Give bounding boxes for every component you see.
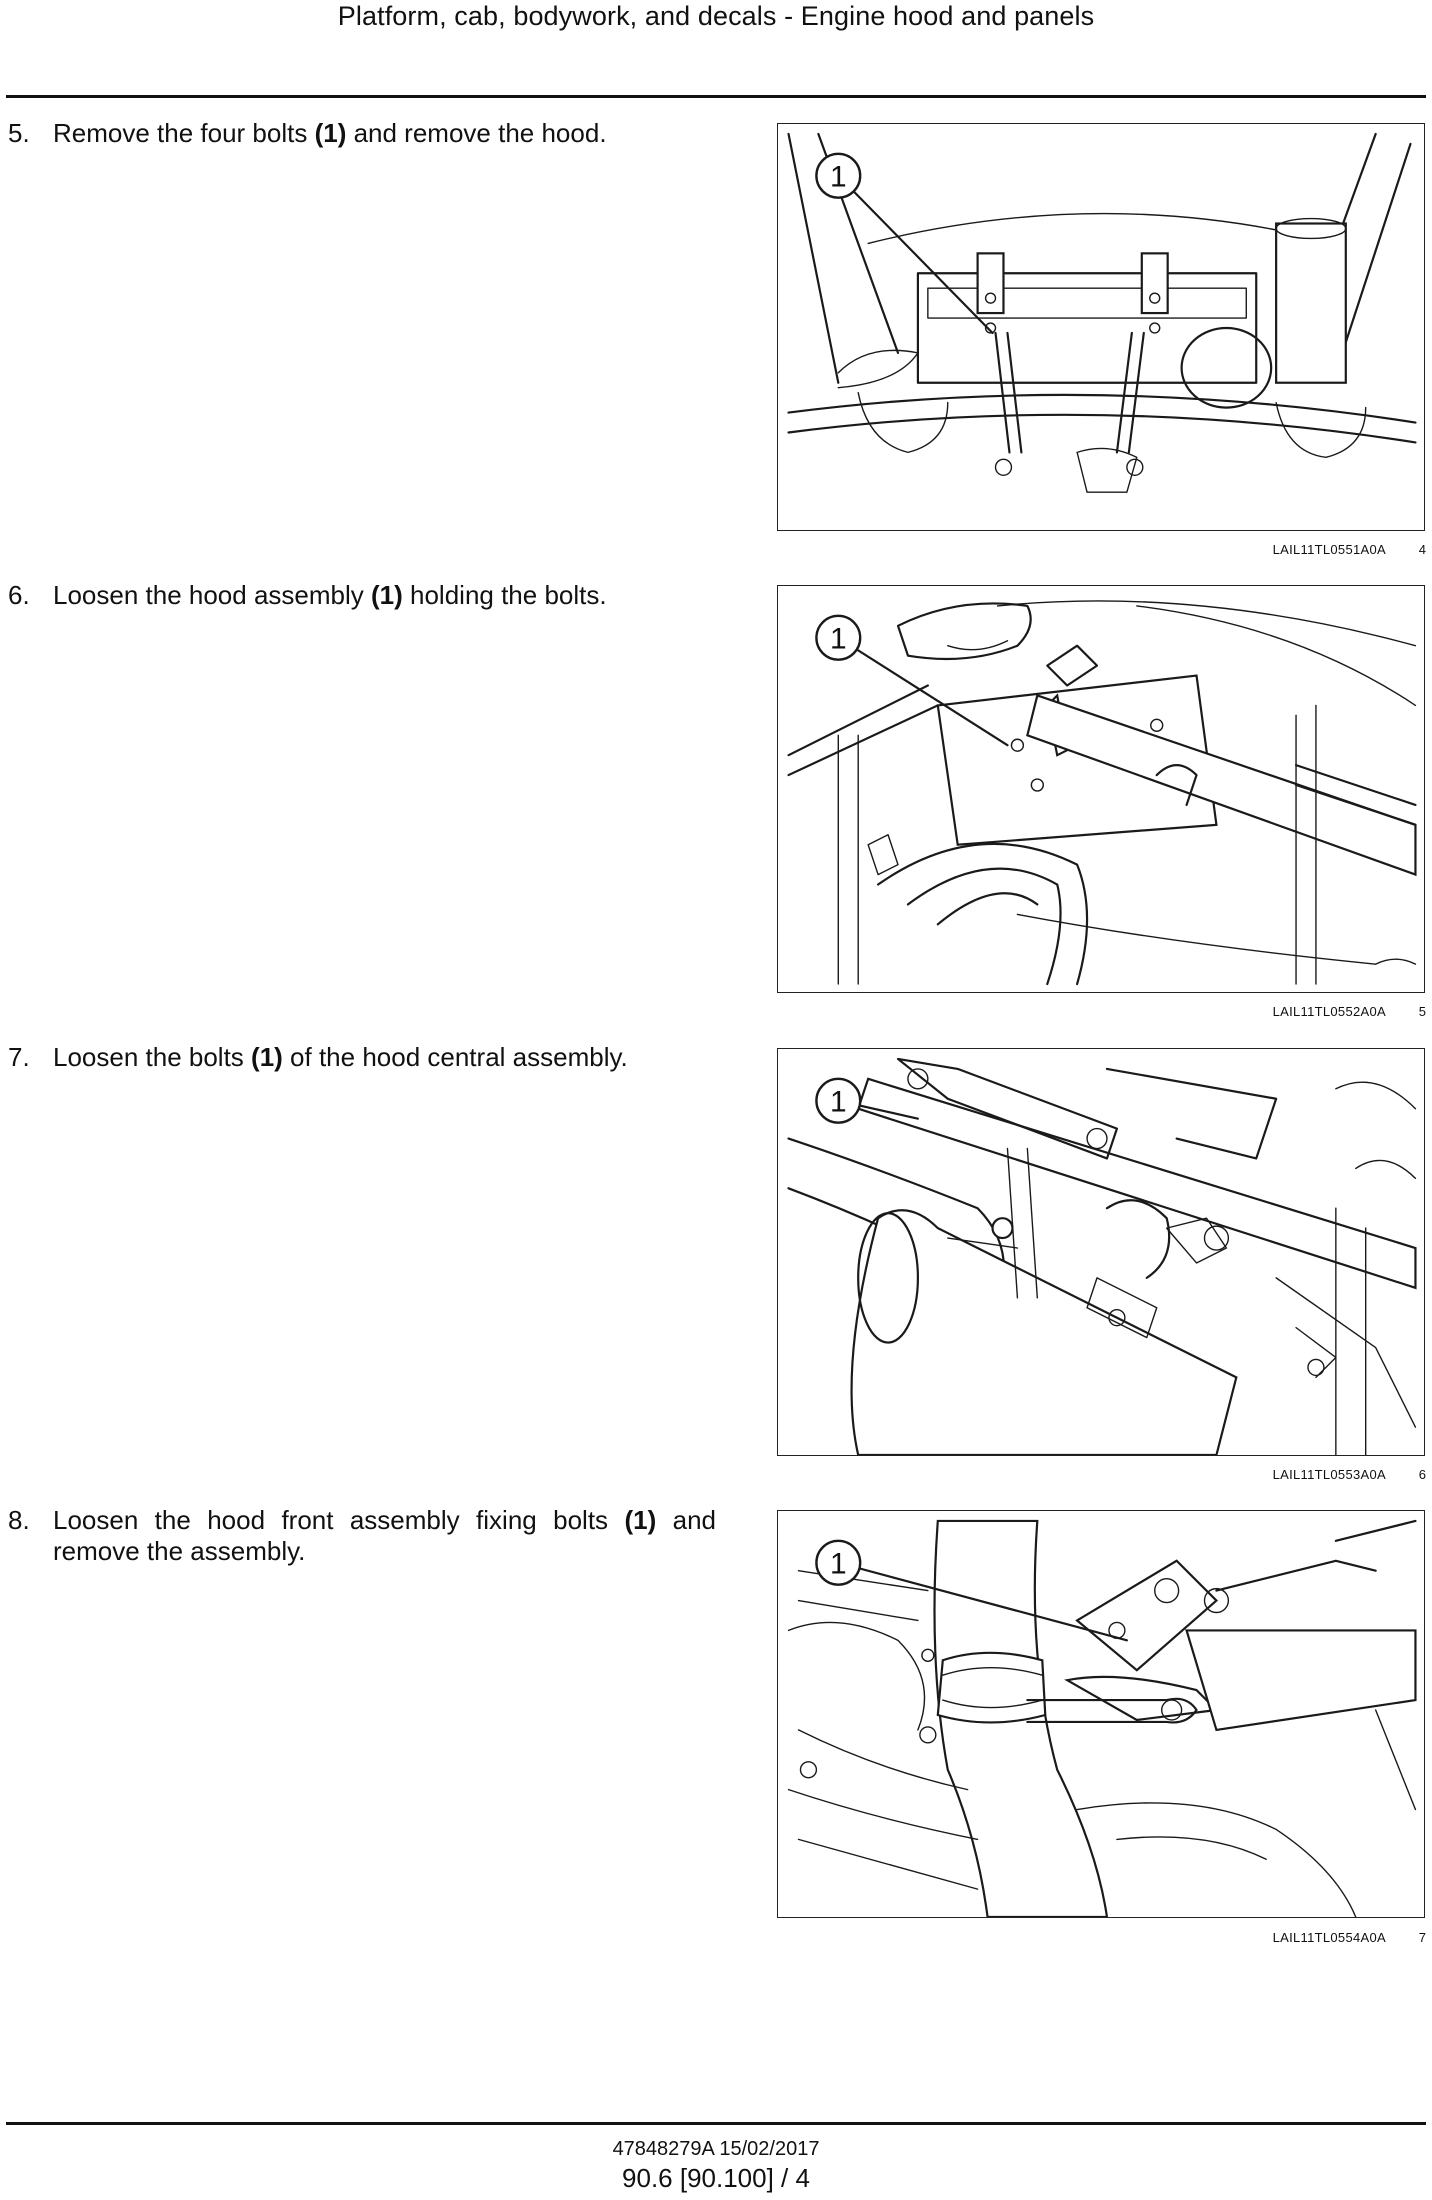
figure-6-illustration: 1 [777, 1048, 1425, 1456]
step-text-after: of the hood central assembly. [282, 1042, 628, 1072]
hood-central-assembly-drawing: 1 [787, 1057, 1417, 1455]
step-text: Loosen the hood assembly (1) holding the… [53, 580, 716, 611]
step-number: 8. [8, 1505, 30, 1535]
figure-code: LAIL11TL0551A0A [1272, 542, 1386, 557]
figure-callout: 1 [830, 623, 847, 656]
step-text-after: and remove the assembly. [53, 1505, 716, 1566]
figure-4-illustration: 1 [777, 123, 1425, 531]
footer-divider [6, 2122, 1426, 2125]
step-number: 6. [8, 580, 30, 610]
page-header-title: Platform, cab, bodywork, and decals - En… [337, 1, 1095, 31]
header-divider [6, 95, 1426, 98]
step-8: 8. Loosen the hood front assembly fixing… [8, 1505, 716, 1567]
hood-bolts-drawing: 1 [787, 132, 1417, 493]
step-text-before: Loosen the bolts [53, 1042, 252, 1072]
figure-number: 6 [1418, 1467, 1426, 1482]
figure-7-illustration: 1 [777, 1510, 1425, 1918]
figure-5-illustration: 1 [777, 585, 1425, 993]
step-7: 7. Loosen the bolts (1) of the hood cent… [8, 1042, 716, 1073]
step-text-before: Loosen the hood front assembly fixing bo… [53, 1505, 625, 1535]
step-text-after: and remove the hood. [346, 118, 607, 148]
footer-document-reference: 47848279A 15/02/2017 [612, 2138, 820, 2160]
step-6: 6. Loosen the hood assembly (1) holding … [8, 580, 716, 611]
footer-page-reference: 90.6 [90.100] / 4 [622, 2163, 810, 2193]
figure-code: LAIL11TL0552A0A [1272, 1004, 1386, 1019]
step-number: 7. [8, 1042, 30, 1072]
figure-number: 4 [1418, 542, 1426, 557]
hood-front-assembly-drawing: 1 [787, 1519, 1417, 1917]
step-text-after: holding the bolts. [402, 580, 607, 610]
figure-callout: 1 [830, 1086, 847, 1119]
step-text: Loosen the bolts (1) of the hood central… [53, 1042, 716, 1073]
step-reference: (1) [624, 1505, 657, 1535]
step-reference: (1) [371, 580, 403, 610]
figure-number: 5 [1418, 1004, 1426, 1019]
step-reference: (1) [314, 118, 347, 148]
hood-assembly-drawing: 1 [787, 600, 1417, 986]
step-number: 5. [8, 118, 30, 148]
figure-code: LAIL11TL0553A0A [1272, 1467, 1386, 1482]
step-text: Remove the four bolts (1) and remove the… [53, 118, 716, 149]
figure-code: LAIL11TL0554A0A [1272, 1930, 1386, 1945]
step-text-before: Loosen the hood assembly [53, 580, 371, 610]
step-text: Loosen the hood front assembly fixing bo… [53, 1505, 716, 1567]
figure-callout: 1 [830, 1548, 847, 1581]
figure-callout: 1 [830, 161, 847, 194]
step-reference: (1) [251, 1042, 283, 1072]
step-5: 5. Remove the four bolts (1) and remove … [8, 118, 716, 149]
step-text-before: Remove the four bolts [53, 118, 315, 148]
figure-number: 7 [1418, 1930, 1426, 1945]
